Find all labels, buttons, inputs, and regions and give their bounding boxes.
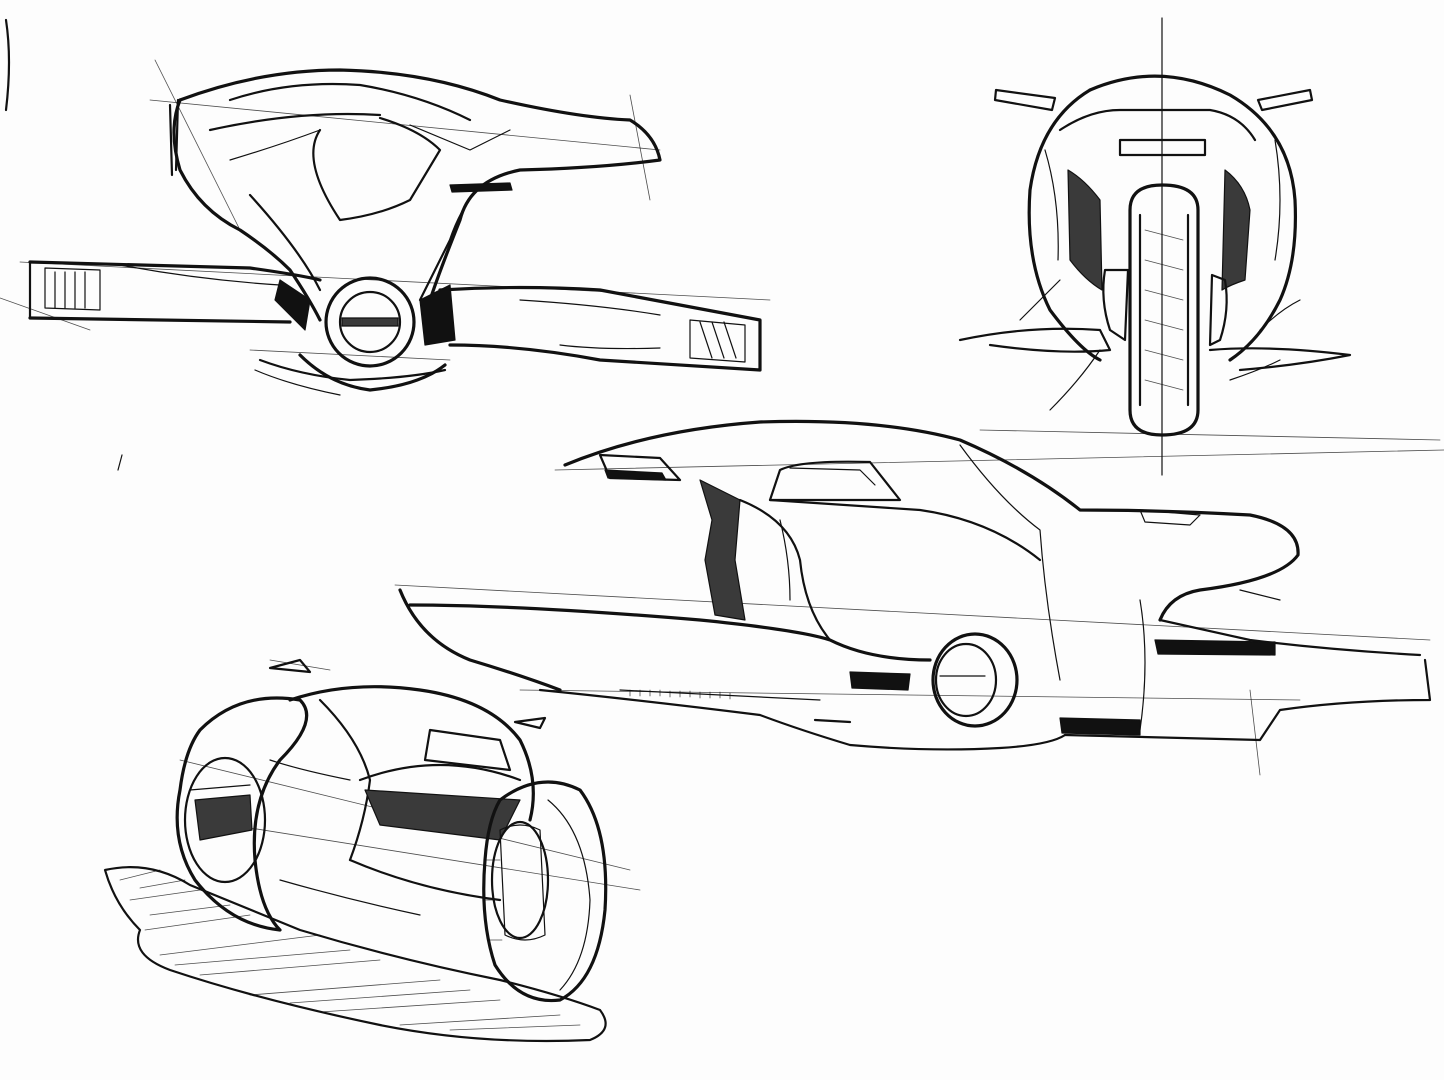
front-view xyxy=(958,17,1441,476)
rear-three-quarter-view xyxy=(103,658,641,1043)
top-view xyxy=(0,59,771,396)
side-view xyxy=(394,419,1444,776)
page-edge-mark xyxy=(4,18,11,112)
stray-mark xyxy=(117,454,123,471)
